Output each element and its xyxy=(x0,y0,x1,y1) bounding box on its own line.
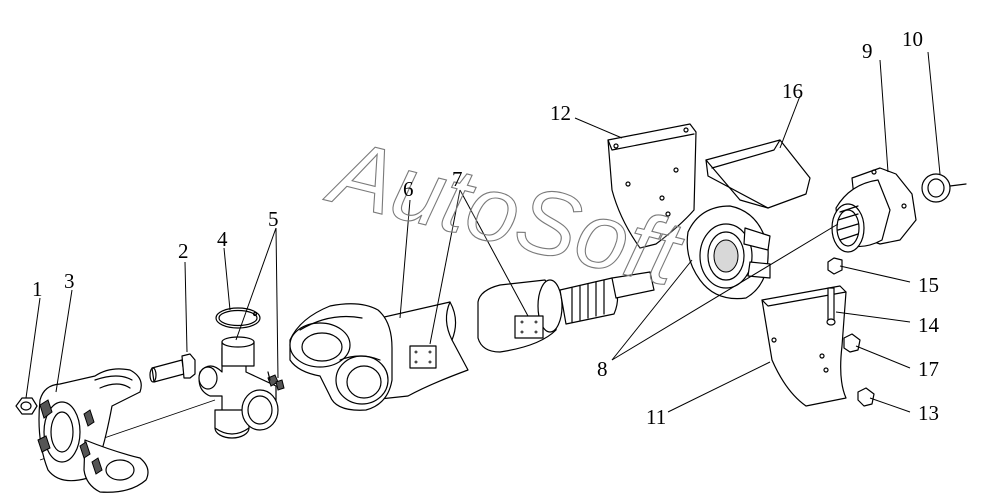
callout-15: 15 xyxy=(918,273,939,297)
part-9-flange xyxy=(831,167,917,253)
callout-3: 3 xyxy=(64,269,75,293)
callout-9: 9 xyxy=(862,39,873,63)
part-5-grease-fittings xyxy=(267,371,285,391)
part-1-nut xyxy=(15,397,38,415)
callout-4: 4 xyxy=(217,227,228,251)
part-17-washer-nut xyxy=(843,333,861,353)
splined-shaft xyxy=(477,271,655,353)
callout-7: 7 xyxy=(452,167,463,191)
leader-lines xyxy=(25,51,941,413)
callout-13: 13 xyxy=(918,401,939,425)
callout-10: 10 xyxy=(902,27,923,51)
callout-12: 12 xyxy=(550,101,571,125)
part-14-bolt xyxy=(826,287,836,326)
part-15-nut xyxy=(827,257,843,275)
callout-16: 16 xyxy=(782,79,803,103)
callout-6: 6 xyxy=(403,177,414,201)
part-12-bracket xyxy=(607,123,697,249)
part-2-bolt xyxy=(149,353,196,383)
part-11-lower-bracket xyxy=(761,285,847,407)
universal-joint-spider xyxy=(198,336,279,439)
part-10-flange-nut xyxy=(921,173,967,203)
callout-17: 17 xyxy=(918,357,939,381)
part-13-bolt xyxy=(857,387,875,407)
part-16-cover xyxy=(705,139,811,209)
part-8-center-bearing xyxy=(686,205,771,300)
part-6-slip-yoke-tube xyxy=(289,301,469,411)
callout-1: 1 xyxy=(32,277,43,301)
callout-11: 11 xyxy=(646,405,666,429)
callout-5: 5 xyxy=(268,207,279,231)
callout-14: 14 xyxy=(918,313,940,337)
callout-2: 2 xyxy=(178,239,189,263)
part-4-snap-ring xyxy=(215,307,261,329)
part-3-flange-yoke xyxy=(37,368,149,493)
callout-8: 8 xyxy=(597,357,608,381)
